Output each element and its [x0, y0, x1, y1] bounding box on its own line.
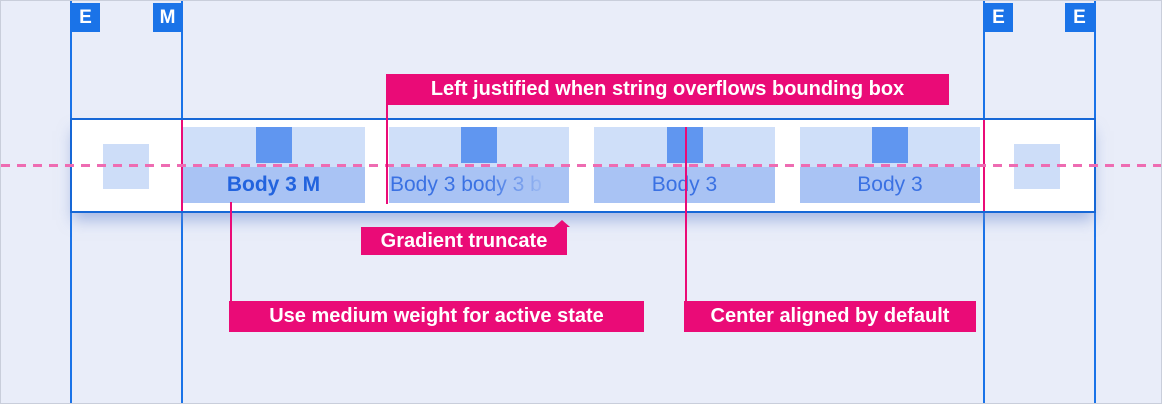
connector-medium-weight	[230, 202, 232, 301]
annotation-medium-weight: Use medium weight for active state	[229, 301, 644, 332]
tab-icon-area	[389, 127, 569, 167]
tab-icon-area	[594, 127, 775, 167]
tab-icon-placeholder-icon	[666, 127, 703, 163]
tab-label: Body 3	[594, 167, 775, 203]
connector-left-justified	[386, 104, 388, 204]
tab-icon-area	[182, 127, 365, 167]
tab-label-active: Body 3 M	[182, 167, 365, 203]
tab-bar: Body 3 M Body 3 body 3 b Body 3 Body 3	[70, 118, 1096, 213]
gradient-truncate-overlay	[482, 167, 569, 203]
tab-icon-placeholder-icon	[255, 127, 292, 163]
dashed-centerline	[1, 164, 1161, 167]
margin-marker-e-right-outer: E	[1065, 3, 1094, 32]
tab-label-truncated: Body 3 body 3 b	[389, 167, 569, 203]
tab-body3-third[interactable]: Body 3	[594, 127, 775, 203]
tab-overflowing-label[interactable]: Body 3 body 3 b	[389, 127, 569, 203]
annotation-gradient-truncate: Gradient truncate	[361, 220, 570, 255]
margin-marker-m-left: M	[153, 3, 182, 32]
margin-marker-e-right-inner: E	[984, 3, 1013, 32]
annotation-gradient-truncate-text: Gradient truncate	[380, 230, 548, 252]
tab-icon-area	[800, 127, 980, 167]
tab-body3-fourth[interactable]: Body 3	[800, 127, 980, 203]
connector-center-aligned	[685, 127, 687, 301]
tab-body3m-active[interactable]: Body 3 M	[182, 127, 365, 203]
annotation-left-justified: Left justified when string overflows bou…	[386, 74, 949, 105]
tab-label: Body 3	[800, 167, 980, 203]
tab-icon-placeholder-icon	[461, 127, 497, 163]
tab-icon-placeholder-icon	[872, 127, 908, 163]
annotation-center-aligned: Center aligned by default	[684, 301, 976, 332]
margin-marker-e-left: E	[71, 3, 100, 32]
arrow-up-icon	[554, 220, 570, 227]
